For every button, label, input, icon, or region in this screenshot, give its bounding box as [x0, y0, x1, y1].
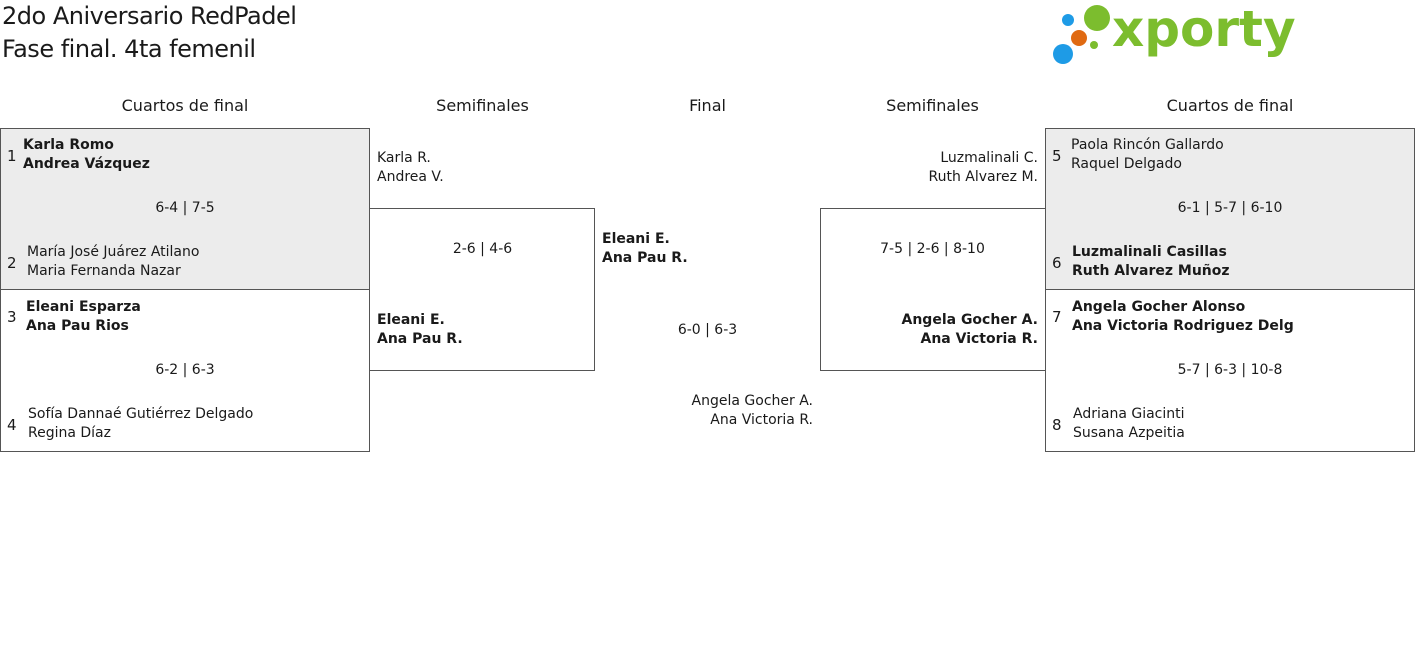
player-name: Raquel Delgado	[1071, 156, 1182, 172]
player-name: Angela Gocher A.	[901, 312, 1039, 328]
team-loser[interactable]: Sofía Dannaé Gutiérrez Delgado Regina Dí…	[28, 405, 253, 443]
player-name: Luzmalinali Casillas	[1072, 244, 1227, 260]
match-score: 6-4 | 7-5	[155, 200, 215, 216]
player-name: Susana Azpeitia	[1073, 425, 1185, 441]
match-box-sf-left[interactable]	[369, 208, 595, 371]
match-score: 2-6 | 4-6	[452, 241, 513, 257]
team-champion[interactable]: Eleani E. Ana Pau R.	[602, 230, 688, 268]
match-box-qf3[interactable]	[1045, 128, 1415, 290]
player-name: Ruth Alvarez M.	[928, 169, 1038, 185]
player-name: Regina Díaz	[28, 425, 111, 441]
player-name: Ruth Alvarez Muñoz	[1072, 263, 1230, 279]
player-name: Andrea Vázquez	[23, 156, 150, 172]
match-score: 5-7 | 6-3 | 10-8	[1177, 362, 1283, 378]
player-name: Karla Romo	[23, 137, 114, 153]
seed-number: 6	[1052, 254, 1062, 272]
team-winner[interactable]: Angela Gocher Alonso Ana Victoria Rodrig…	[1072, 298, 1294, 336]
logo-wordmark: xporty	[1112, 0, 1296, 58]
match-score: 7-5 | 2-6 | 8-10	[880, 241, 985, 257]
team-winner[interactable]: Karla Romo Andrea Vázquez	[23, 136, 150, 174]
match-score: 6-2 | 6-3	[155, 362, 215, 378]
player-name: Andrea V.	[377, 169, 444, 185]
team-winner[interactable]: Eleani E. Ana Pau R.	[377, 311, 463, 349]
page-subtitle: Fase final. 4ta femenil	[2, 35, 256, 63]
player-name: Ana Victoria R.	[710, 412, 813, 428]
team-loser[interactable]: Adriana Giacinti Susana Azpeitia	[1073, 405, 1185, 443]
team-loser[interactable]: Paola Rincón Gallardo Raquel Delgado	[1071, 136, 1224, 174]
player-name: Angela Gocher Alonso	[1072, 299, 1246, 315]
player-name: Ana Victoria Rodriguez Delg	[1072, 318, 1294, 334]
team-winner[interactable]: Angela Gocher A. Ana Victoria R.	[820, 311, 1039, 349]
team-runner-up[interactable]: Angela Gocher A. Ana Victoria R.	[596, 392, 813, 430]
round-heading-final: Final	[689, 96, 726, 115]
player-name: Angela Gocher A.	[691, 393, 813, 409]
round-heading-left-semis: Semifinales	[436, 96, 529, 115]
team-loser[interactable]: Luzmalinali C. Ruth Alvarez M.	[820, 149, 1038, 187]
player-name: Karla R.	[377, 150, 431, 166]
player-name: Eleani Esparza	[26, 299, 141, 315]
logo-dots-icon	[1053, 5, 1110, 64]
player-name: Luzmalinali C.	[940, 150, 1038, 166]
bracket-page: 2do Aniversario RedPadel Fase final. 4ta…	[0, 0, 1415, 452]
seed-number: 3	[7, 308, 17, 326]
player-name: Ana Pau R.	[377, 331, 463, 347]
player-name: Ana Pau Rios	[26, 318, 129, 334]
seed-number: 2	[7, 254, 17, 272]
player-name: Eleani E.	[602, 231, 670, 247]
player-name: Ana Pau R.	[602, 250, 688, 266]
xporty-logo[interactable]: xporty	[1050, 0, 1296, 68]
player-name: Adriana Giacinti	[1073, 406, 1185, 422]
seed-number: 4	[7, 416, 17, 434]
round-heading-right-quarters: Cuartos de final	[1166, 96, 1294, 115]
final-score: 6-0 | 6-3	[677, 322, 738, 338]
seed-number: 1	[7, 147, 17, 165]
player-name: Ana Victoria R.	[920, 331, 1038, 347]
seed-number: 5	[1052, 147, 1062, 165]
player-name: Eleani E.	[377, 312, 445, 328]
team-winner[interactable]: Luzmalinali Casillas Ruth Alvarez Muñoz	[1072, 243, 1230, 281]
match-score: 6-1 | 5-7 | 6-10	[1177, 200, 1283, 216]
team-loser[interactable]: Karla R. Andrea V.	[377, 149, 444, 187]
page-title: 2do Aniversario RedPadel	[2, 2, 297, 30]
player-name: María José Juárez Atilano	[27, 244, 200, 260]
round-heading-left-quarters: Cuartos de final	[121, 96, 249, 115]
player-name: Maria Fernanda Nazar	[27, 263, 181, 279]
seed-number: 8	[1052, 416, 1062, 434]
team-winner[interactable]: Eleani Esparza Ana Pau Rios	[26, 298, 141, 336]
player-name: Paola Rincón Gallardo	[1071, 137, 1224, 153]
seed-number: 7	[1052, 308, 1062, 326]
team-loser[interactable]: María José Juárez Atilano Maria Fernanda…	[27, 243, 199, 281]
player-name: Sofía Dannaé Gutiérrez Delgado	[28, 406, 254, 422]
match-box-qf1[interactable]	[0, 128, 370, 290]
round-heading-right-semis: Semifinales	[886, 96, 979, 115]
